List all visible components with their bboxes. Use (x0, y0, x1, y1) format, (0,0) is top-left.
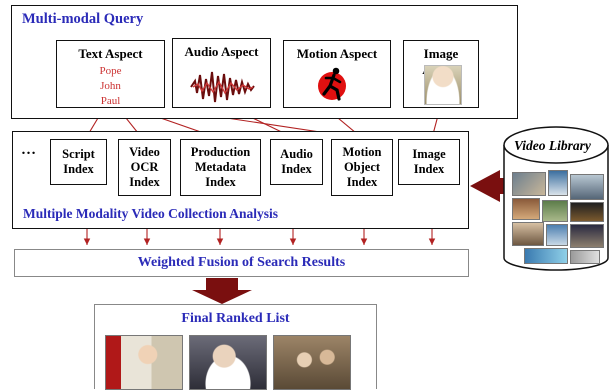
result-thumb-3 (273, 335, 351, 390)
final-list-box: Final Ranked List (94, 304, 377, 390)
ocr-index-line2: OCR (130, 160, 159, 175)
metadata-index-line3: Index (205, 174, 236, 189)
text-aspect-label: Text Aspect (78, 46, 143, 61)
motion-aspect-box: Motion Aspect (283, 40, 391, 108)
fusion-title: Weighted Fusion of Search Results (137, 255, 346, 270)
query-text-john: John (100, 79, 121, 92)
library-thumb-8 (546, 224, 568, 246)
motion-index-line2: Object (343, 160, 381, 175)
library-thumb-7 (512, 222, 544, 246)
audio-index-line2: Index (281, 162, 312, 176)
query-text-paul: Paul (100, 94, 121, 107)
fusion-to-final-arrow (192, 278, 252, 304)
audio-aspect-label: Audio Aspect (184, 44, 259, 59)
library-thumb-5 (542, 200, 568, 222)
library-to-analysis-arrow (470, 170, 512, 202)
library-thumb-9 (570, 224, 604, 248)
ocr-index-line1: Video (129, 145, 160, 160)
fusion-box: Weighted Fusion of Search Results (14, 249, 469, 277)
image-aspect-box: Image Aspect (403, 40, 479, 108)
query-text-pope: Pope (99, 65, 122, 77)
motion-aspect-label: Motion Aspect (296, 46, 378, 61)
video-library-collage (510, 170, 606, 266)
pope-portrait-image (424, 65, 462, 105)
metadata-index-line2: Metadata (194, 160, 247, 175)
library-thumb-2 (548, 170, 568, 196)
library-thumb-3 (570, 174, 604, 200)
result-thumb-2 (189, 335, 267, 390)
library-thumb-10 (524, 248, 568, 264)
library-thumb-6 (570, 202, 604, 222)
script-index-line1: Script (62, 147, 95, 162)
final-list-title: Final Ranked List (181, 311, 290, 326)
motion-index-line1: Motion (342, 145, 382, 160)
metadata-index-line1: Production (190, 145, 251, 160)
result-thumb-1 (105, 335, 183, 390)
ocr-index-line3: Index (129, 174, 160, 189)
audio-aspect-box: Audio Aspect (172, 38, 271, 108)
motion-index-line3: Index (346, 174, 378, 189)
audio-index-line1: Audio (280, 147, 313, 162)
analysis-title: Multiple Modality Video Collection Analy… (23, 206, 279, 221)
ellipsis: … (21, 142, 36, 158)
query-title: Multi-modal Query (22, 11, 144, 27)
library-thumb-4 (512, 198, 540, 220)
library-thumb-1 (512, 172, 546, 196)
video-library-title: Video Library (514, 138, 591, 153)
running-figure-icon (318, 67, 346, 101)
image-index-line2: Index (413, 162, 445, 176)
audio-waveform-icon (190, 71, 255, 103)
text-aspect-box: Text Aspect Pope John Paul (56, 40, 165, 108)
library-thumb-11 (570, 250, 600, 264)
script-index-line2: Index (63, 162, 94, 176)
image-index-line1: Image (412, 147, 446, 162)
